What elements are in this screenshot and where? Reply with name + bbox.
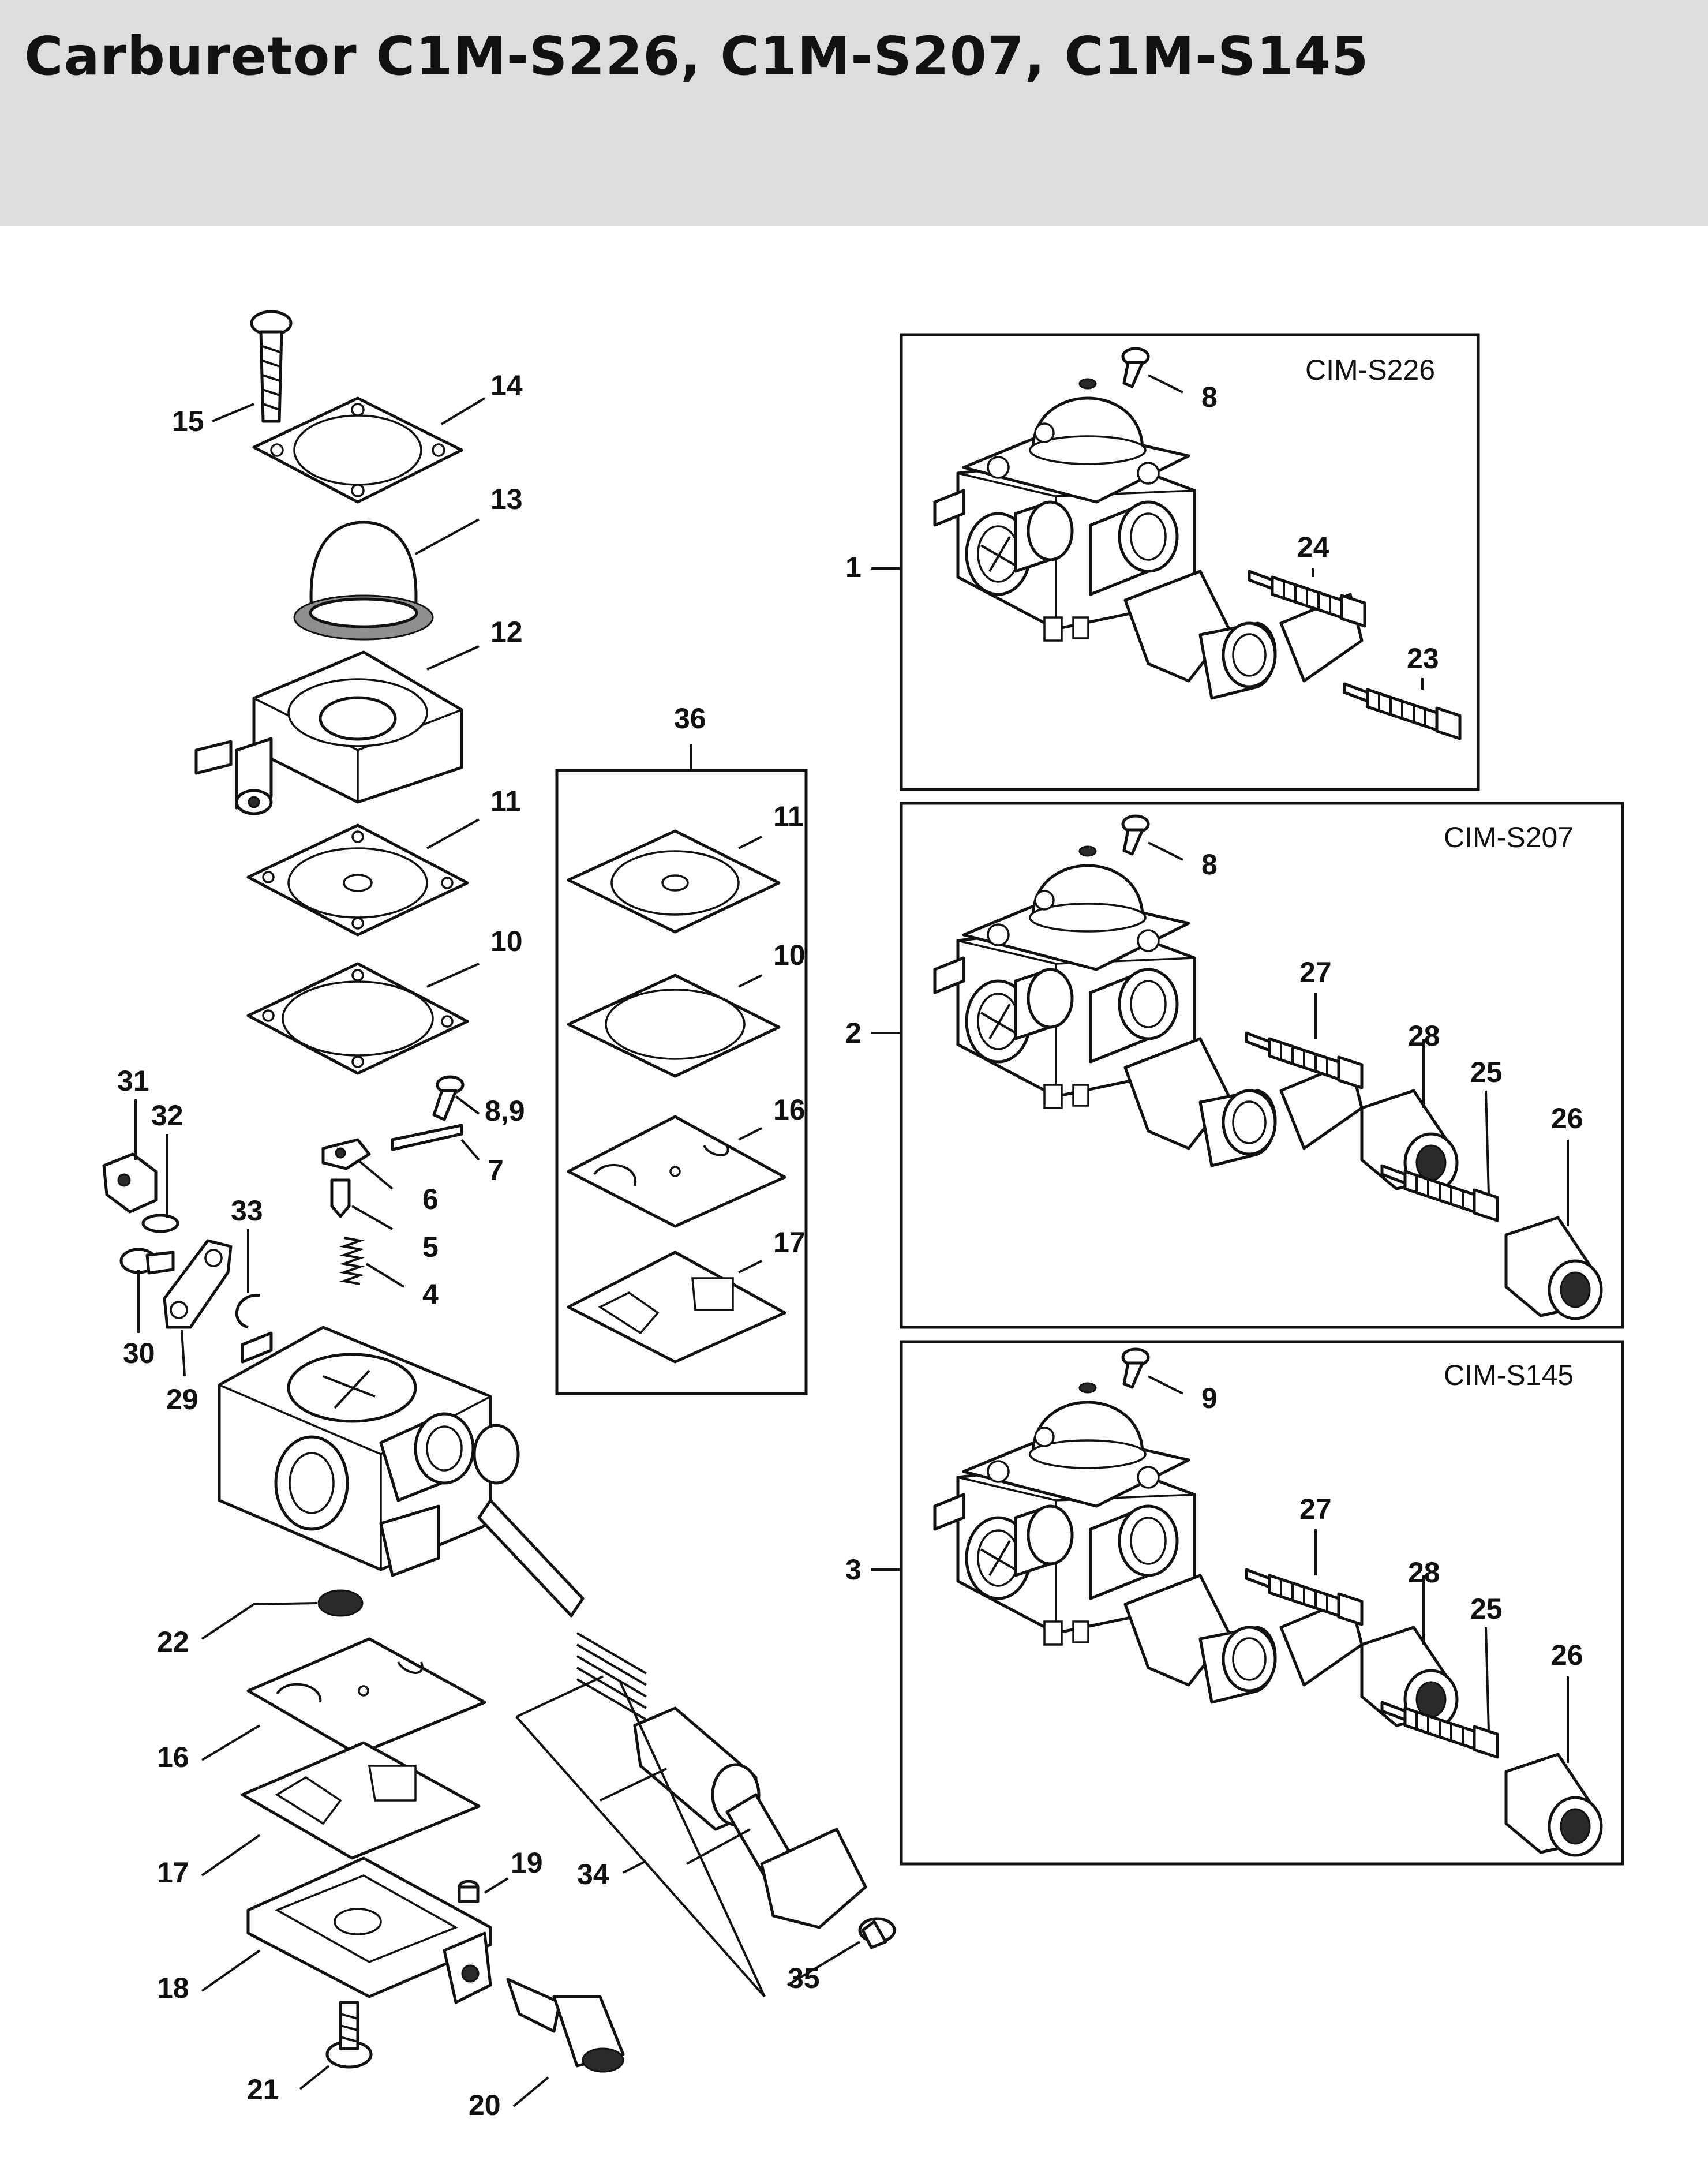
variant-box-3 xyxy=(900,1340,1624,1866)
callout-21: 21 xyxy=(247,2073,279,2106)
part-11-diaphragm xyxy=(246,823,469,937)
v3-callout-26: 26 xyxy=(1551,1639,1583,1671)
v2-callout-27: 27 xyxy=(1299,956,1332,989)
v2-callout-26: 26 xyxy=(1551,1102,1583,1135)
part-31-fitting xyxy=(102,1152,158,1214)
callout-6: 6 xyxy=(422,1183,439,1215)
v2-callout-28: 28 xyxy=(1408,1020,1440,1052)
title-banner: Carburetor C1M-S226, C1M-S207, C1M-S145 xyxy=(0,0,1708,226)
v1-callout-23: 23 xyxy=(1407,642,1439,675)
part-34-choke-housing xyxy=(633,1706,761,1831)
callout-17: 17 xyxy=(157,1856,189,1889)
part-22-strainer xyxy=(317,1589,364,1617)
part-4-spring xyxy=(339,1237,365,1285)
part-18-cover xyxy=(246,1856,492,2004)
item-label-3: 3 xyxy=(845,1553,862,1586)
callout-10: 10 xyxy=(490,925,523,957)
part-5-inlet-needle xyxy=(330,1178,351,1218)
v3-cap-26 xyxy=(1506,1754,1601,1855)
item-label-1: 1 xyxy=(845,551,862,583)
v1-callout-8: 8 xyxy=(1201,381,1218,413)
kit-label-36: 36 xyxy=(674,702,706,735)
variant-2-carburetor xyxy=(935,847,1362,1166)
callout-13: 13 xyxy=(490,483,523,515)
kit-16-metering-diaphragm xyxy=(567,1115,786,1228)
variant-box-1 xyxy=(900,333,1480,791)
part-8-9-screw xyxy=(432,1075,465,1121)
callout-4: 4 xyxy=(422,1278,439,1311)
v3-callout-27: 27 xyxy=(1299,1493,1332,1525)
part-10-gasket xyxy=(246,962,469,1075)
callout-19: 19 xyxy=(511,1847,543,1879)
callout-11: 11 xyxy=(490,785,521,817)
part-19-plug xyxy=(458,1880,480,1903)
callout-7: 7 xyxy=(488,1154,504,1186)
part-35-screw xyxy=(858,1917,896,1949)
part-13-primer-bulb xyxy=(293,521,434,641)
callout-12: 12 xyxy=(490,616,523,648)
callout-32: 32 xyxy=(151,1099,183,1132)
kit-17-gasket xyxy=(567,1251,786,1364)
v2-cap-26 xyxy=(1506,1218,1601,1319)
kit-10-gasket xyxy=(567,974,781,1078)
v3-screw-9 xyxy=(1121,1347,1150,1389)
callout-18: 18 xyxy=(157,1972,189,2004)
v2-screw-8 xyxy=(1121,814,1150,856)
part-15-screw xyxy=(250,310,293,423)
item-label-2: 2 xyxy=(845,1017,862,1049)
kit-callout-10: 10 xyxy=(773,939,806,971)
main-carburetor-body xyxy=(218,1326,585,1618)
part-30-screw xyxy=(119,1248,175,1275)
callout-35: 35 xyxy=(788,1962,820,1994)
part-17-gasket xyxy=(241,1741,481,1860)
v2-callout-25: 25 xyxy=(1470,1056,1503,1088)
kit-callout-17: 17 xyxy=(773,1226,806,1259)
callout-8-9: 8,9 xyxy=(485,1095,525,1127)
v1-needle-23 xyxy=(1344,684,1460,739)
kit-callout-16: 16 xyxy=(773,1094,806,1126)
callout-14: 14 xyxy=(490,369,523,402)
leader-lines xyxy=(134,374,1569,2107)
part-14-gasket xyxy=(252,396,463,504)
v3-callout-9: 9 xyxy=(1201,1382,1218,1414)
v2-callout-8: 8 xyxy=(1201,848,1218,881)
part-34-choke-spring xyxy=(576,1632,647,1721)
callout-30: 30 xyxy=(123,1337,155,1369)
v3-callout-25: 25 xyxy=(1470,1593,1503,1625)
kit-11-diaphragm xyxy=(567,829,781,934)
v1-screw-8 xyxy=(1121,347,1150,388)
variant-box-2 xyxy=(900,802,1624,1329)
v3-callout-28: 28 xyxy=(1408,1556,1440,1589)
callout-16: 16 xyxy=(157,1741,189,1773)
page-title: Carburetor C1M-S226, C1M-S207, C1M-S145 xyxy=(24,25,1369,87)
part-21-screw xyxy=(325,2001,373,2069)
callout-20: 20 xyxy=(469,2089,501,2121)
kit-36-box xyxy=(555,769,808,1395)
v1-callout-24: 24 xyxy=(1297,531,1329,563)
part-32-ring xyxy=(141,1214,179,1233)
callout-29: 29 xyxy=(166,1383,198,1416)
part-7-pin xyxy=(391,1124,463,1151)
callout-15: 15 xyxy=(172,405,204,437)
variant-name-2: CIM-S207 xyxy=(1444,821,1574,853)
part-33-clip xyxy=(235,1294,260,1329)
callout-31: 31 xyxy=(117,1065,149,1097)
part-12-pump-body xyxy=(194,650,463,815)
variant-3-carburetor xyxy=(935,1383,1362,1702)
part-34-choke-knob xyxy=(725,1793,867,1929)
callout-33: 33 xyxy=(231,1195,263,1227)
variant-name-3: CIM-S145 xyxy=(1444,1359,1574,1391)
callout-5: 5 xyxy=(422,1231,439,1263)
part-16-metering-diaphragm xyxy=(246,1637,486,1756)
callout-22: 22 xyxy=(157,1626,189,1658)
kit-callout-11: 11 xyxy=(773,800,804,833)
part-20-adjusting-needle xyxy=(506,1978,625,2073)
variant-name-1: CIM-S226 xyxy=(1305,354,1435,386)
part-29-lever xyxy=(163,1239,233,1329)
callout-34: 34 xyxy=(577,1858,609,1890)
